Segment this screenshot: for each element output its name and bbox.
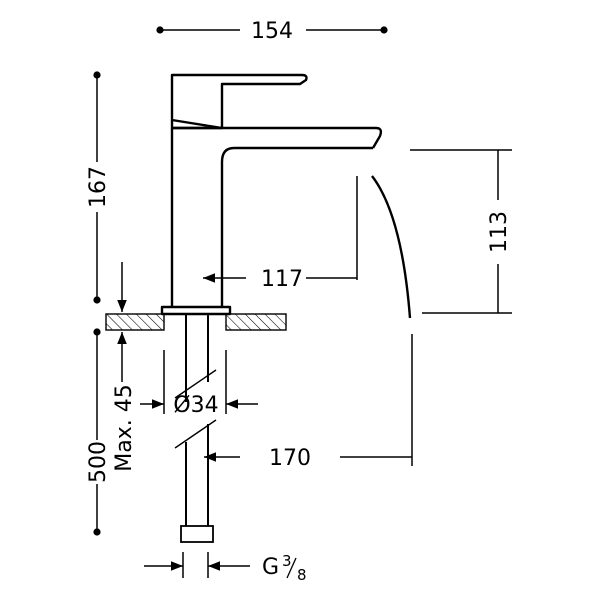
label-hole-diameter: Ø34: [173, 393, 218, 418]
lever-handle: [170, 73, 308, 130]
base-flange: [160, 305, 232, 316]
label-outlet-reach: 170: [269, 446, 311, 471]
label-max-counter-thickness: Max. 45: [112, 384, 137, 471]
label-spout-reach: 117: [261, 267, 303, 292]
break-mark-lower: [174, 419, 217, 449]
spout-bottom: [220, 146, 373, 307]
label-overall-width: 154: [251, 19, 293, 44]
thread-denominator: 8: [297, 566, 307, 584]
supply-hoses: [174, 314, 217, 543]
countertop: [105, 313, 287, 331]
label-overall-height: 167: [86, 166, 111, 208]
label-hose-length: 500: [86, 441, 111, 483]
countertop-right-section: [225, 313, 287, 331]
faucet-body: [160, 73, 383, 316]
thread-fraction-slash: [286, 557, 297, 579]
break-mark-upper: [174, 369, 217, 399]
label-connection-thread: G 3 8: [262, 552, 307, 584]
spout-top: [172, 126, 383, 149]
label-spout-height: 113: [487, 211, 512, 253]
hose-connector: [180, 525, 214, 543]
water-stream: [371, 175, 412, 319]
countertop-left-section: [105, 313, 165, 331]
thread-numerator: 3: [282, 552, 292, 570]
thread-prefix: G: [262, 555, 279, 580]
